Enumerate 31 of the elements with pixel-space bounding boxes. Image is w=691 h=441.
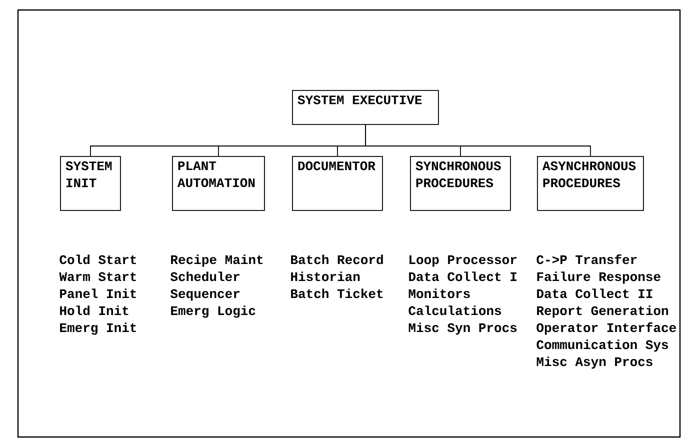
function-item: Loop Processor (410, 255, 516, 267)
function-item: Historian (291, 272, 360, 282)
function-item: Panel Init (60, 288, 136, 298)
function-item: Sequencer (170, 289, 240, 301)
function-item: Misc Syn Procs (408, 322, 517, 335)
function-item: Operator Interface (536, 322, 676, 335)
module-box: SYSTEM INIT (60, 156, 121, 211)
function-item: Failure Response (537, 272, 660, 284)
function-item: Recipe Maint (171, 254, 263, 267)
connector-line (365, 124, 591, 156)
function-item: Data Collect II (537, 288, 652, 298)
function-item: Emerg Logic (171, 306, 256, 318)
module-box: PLANT AUTOMATION (172, 156, 265, 211)
function-item: Monitors (408, 288, 470, 298)
function-item: Calculations (408, 306, 501, 316)
function-item: Batch Record (291, 254, 383, 264)
function-item: Data Collect I (409, 272, 516, 282)
function-item: Warm Start (59, 272, 136, 282)
function-item: Communication Sys (536, 340, 668, 352)
module-box: SYNCHRONOUS PROCEDURES (410, 156, 511, 211)
function-item: Scheduler (170, 272, 240, 282)
module-box: ASYNCHRONOUS PROCEDURES (537, 156, 644, 211)
function-item: Hold Init (60, 306, 128, 316)
function-item: C->P Transfer (536, 254, 637, 264)
module-box: DOCUMENTOR (292, 156, 383, 211)
function-item: Report Generation (537, 306, 668, 318)
function-item: Misc Asyn Procs (536, 356, 652, 369)
module-box: SYSTEM EXECUTIVE (292, 90, 439, 125)
function-item: Emerg Init (60, 322, 136, 335)
function-item: Cold Start (60, 254, 136, 264)
function-item: Batch Ticket (291, 288, 383, 298)
